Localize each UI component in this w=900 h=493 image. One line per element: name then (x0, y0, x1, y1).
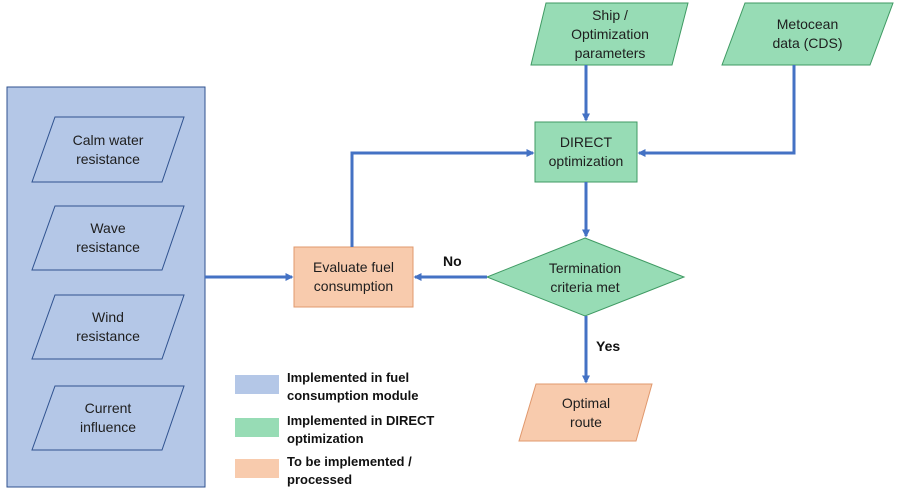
direct-optimization-label: DIRECT optimization (548, 134, 624, 169)
arrow-metocean-to-direct (637, 65, 796, 157)
legend-swatch-to-be-implemented (235, 459, 279, 478)
wave-resistance-label: Wave resistance (76, 220, 140, 255)
wind-resistance-label: Wind resistance (76, 309, 140, 344)
legend-swatch-fuel-module (235, 375, 279, 394)
wind-resistance-shape (31, 294, 185, 360)
legend-swatch-direct (235, 418, 279, 437)
termination-label: Termination criteria met (548, 260, 622, 295)
current-influence-shape (31, 385, 185, 451)
calm-water-resistance-label: Calm water resistance (72, 131, 144, 167)
calm-water-resistance-shape (31, 116, 185, 183)
optimal-route-label: Optimal route (561, 394, 611, 430)
edge-label-no: No (443, 253, 462, 269)
evaluate-fuel-label: Evaluate fuel consumption (313, 259, 394, 294)
metocean-shape (721, 2, 894, 66)
arrow-evaluate-to-direct (350, 149, 535, 247)
optimal-route-shape (518, 383, 653, 442)
metocean-label: Metocean data (CDS) (772, 16, 843, 51)
edge-label-yes: Yes (596, 338, 621, 354)
wave-resistance-shape (31, 205, 185, 271)
ship-params-shape (530, 2, 689, 66)
ship-params-label: Ship / Optimization parameters (571, 6, 649, 61)
current-influence-label: Current influence (79, 400, 137, 435)
legend-label-fuel-module: Implemented in fuel consumption module (287, 370, 419, 403)
legend-label-to-be-implemented: To be implemented / processed (287, 454, 412, 487)
legend-label-direct: Implemented in DIRECT optimization (287, 413, 435, 446)
